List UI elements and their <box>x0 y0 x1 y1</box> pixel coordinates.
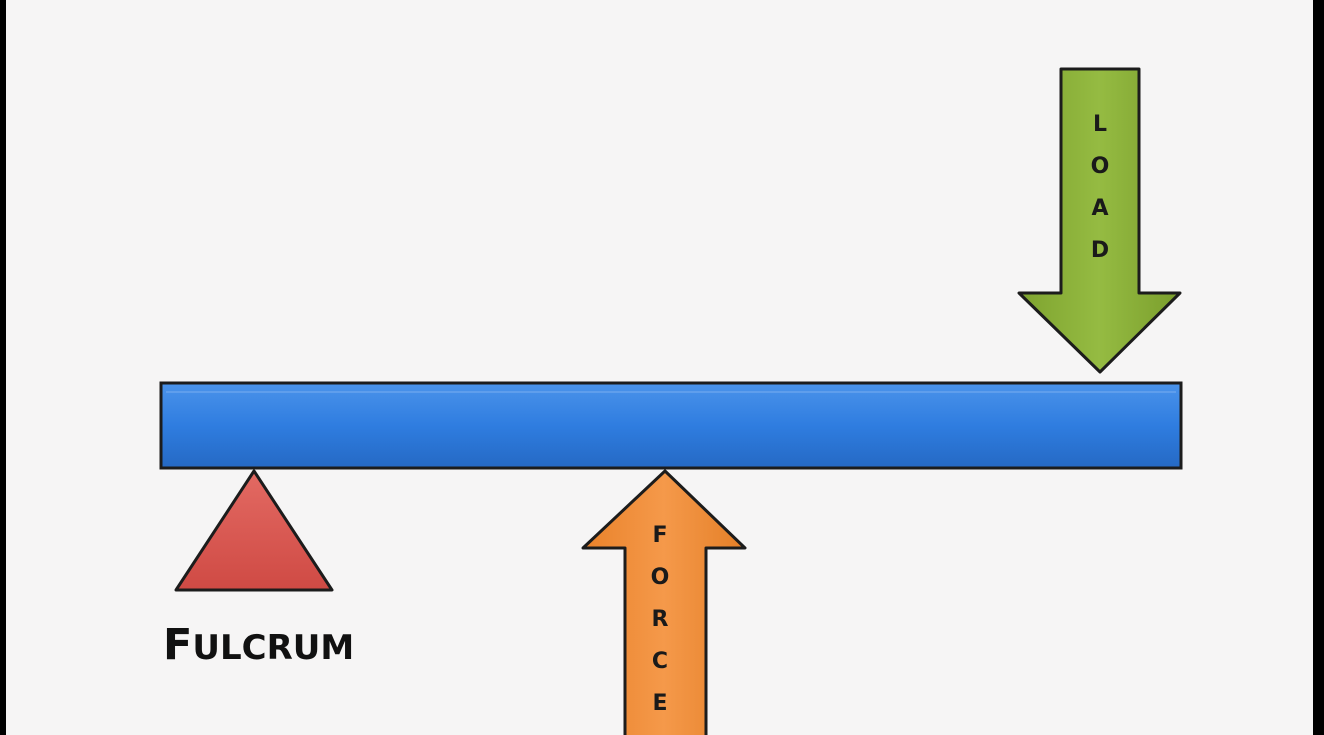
fulcrum-label-rest: ULCRUM <box>192 628 355 668</box>
load-label-letter: L <box>1093 112 1107 137</box>
load-label-letter: O <box>1091 154 1110 179</box>
force-label-letter: E <box>652 691 667 716</box>
load-label-letter: D <box>1091 238 1109 263</box>
lever-bar <box>159 381 1183 470</box>
force-label-letter: R <box>652 607 669 632</box>
fulcrum-label: FULCRUM <box>163 624 354 667</box>
fulcrum-triangle-icon <box>174 469 334 592</box>
fulcrum-label-first: F <box>163 620 193 670</box>
force-up-arrow-icon <box>581 469 747 735</box>
load-down-arrow-icon <box>1017 67 1182 374</box>
load-label-letter: A <box>1091 196 1108 221</box>
force-label-letter: O <box>651 565 670 590</box>
force-label-letter: C <box>652 649 668 674</box>
force-label-letter: F <box>652 523 667 548</box>
